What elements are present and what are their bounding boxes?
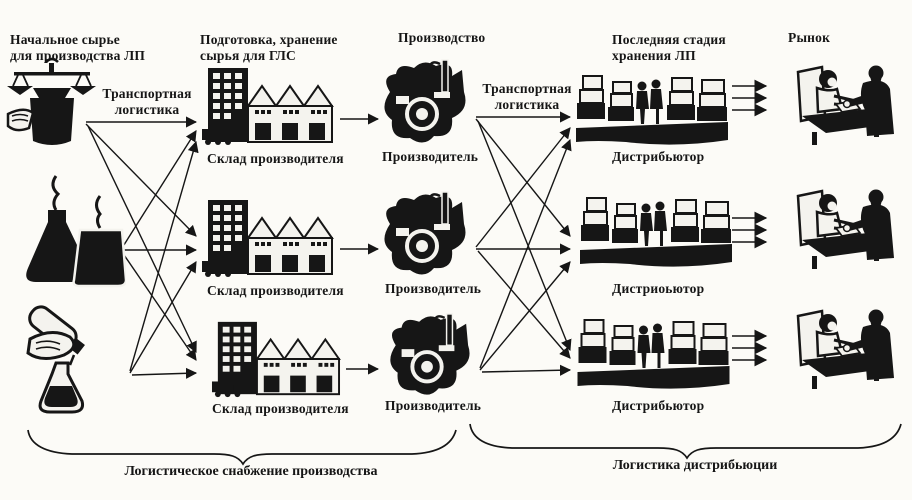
- warehouse-label-row2: Склад производителя: [207, 283, 344, 298]
- raw-source-header: Начальное сырье для производства ЛП: [10, 32, 145, 64]
- factory-warehouse-icon: [200, 194, 335, 282]
- supply-brace: [27, 429, 457, 466]
- production-header: Производство: [398, 30, 486, 45]
- transport-right-line2: логистика: [494, 97, 560, 112]
- distributor-label-row2: Дистриоьютор: [612, 281, 705, 296]
- distributor-label-row1: Дистрибьютор: [612, 149, 705, 164]
- production-machine-icon: [380, 58, 466, 148]
- distribution-logistics-caption: Логистика дистрибьюции: [612, 458, 778, 473]
- supply-logistics-caption: Логистическое снабжение производства: [124, 464, 378, 479]
- transport-logistics-label-left: Транспортная логистика: [96, 86, 198, 118]
- final-storage-header: Последняя стадия хранения ЛП: [612, 32, 726, 64]
- preparation-header: Подготовка, хранение сырья для ГЛС: [200, 32, 338, 64]
- distributor-label-row3: Дистрибьютор: [612, 398, 705, 413]
- producer-label-row3: Производитель: [385, 398, 482, 413]
- distribution-brace: [469, 423, 902, 460]
- raw-source-header-line1: Начальное сырье: [10, 32, 120, 47]
- production-machine-icon: [384, 312, 472, 400]
- box-stacks-people-icon: [580, 184, 732, 268]
- raw-source-header-line2: для производства ЛП: [10, 48, 146, 63]
- pharmacy-counter-icon: [770, 298, 905, 393]
- producer-label-row2: Производитель: [385, 281, 482, 296]
- preparation-header-line1: Подготовка, хранение: [200, 32, 338, 47]
- distribution-crisscross-arrows: [475, 111, 572, 376]
- transport-logistics-label-right: Транспортная логистика: [476, 81, 578, 113]
- factory-warehouse-icon: [200, 62, 335, 150]
- market-header: Рынок: [788, 30, 831, 45]
- pharmacy-counter-icon: [770, 54, 905, 149]
- final-storage-header-line1: Последняя стадия: [612, 32, 726, 47]
- balance-scale-pot-icon: [6, 56, 98, 150]
- transport-left-line1: Транспортная: [102, 86, 192, 101]
- factory-warehouse-icon: [206, 316, 346, 402]
- box-stacks-people-icon: [576, 62, 728, 146]
- pouring-bottle-flask-icon: [0, 303, 122, 421]
- transport-left-line2: логистика: [114, 102, 180, 117]
- distributor-to-market-arrows: [732, 79, 768, 367]
- production-machine-icon: [380, 190, 466, 280]
- supply-crisscross-arrows: [85, 116, 199, 379]
- preparation-header-line2: сырья для ГЛС: [200, 48, 296, 63]
- warehouse-label-row1: Склад производителя: [207, 151, 344, 166]
- producer-label-row1: Производитель: [382, 149, 479, 164]
- box-stacks-people-icon: [576, 306, 731, 390]
- pharmacy-counter-icon: [770, 178, 905, 273]
- smoking-flasks-icon: [14, 172, 126, 290]
- warehouse-label-row3: Склад производителя: [212, 401, 349, 416]
- transport-right-line1: Транспортная: [482, 81, 572, 96]
- final-storage-header-line2: хранения ЛП: [612, 48, 696, 63]
- warehouse-to-producer-arrows: [340, 113, 380, 375]
